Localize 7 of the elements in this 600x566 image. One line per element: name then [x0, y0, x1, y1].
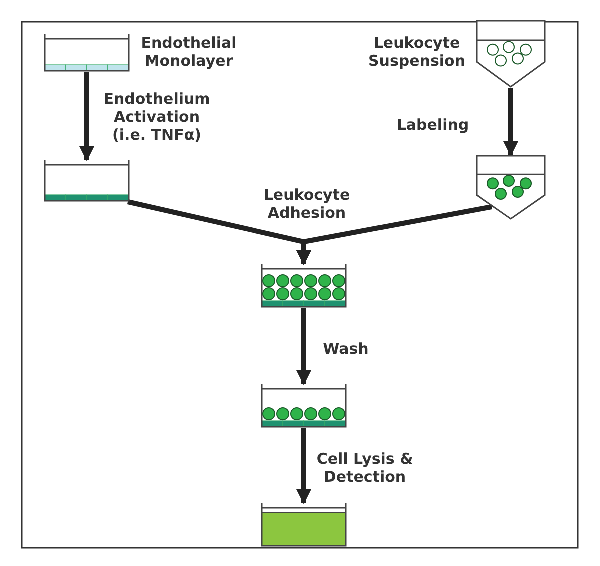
arrow	[296, 204, 492, 266]
arrow	[296, 308, 312, 386]
arrow	[80, 72, 94, 162]
arrow	[296, 428, 312, 504]
arrow	[504, 88, 518, 156]
step-caption: Leukocyte Suspension	[367, 34, 467, 70]
step-caption: Endothelial Monolayer	[140, 34, 238, 70]
